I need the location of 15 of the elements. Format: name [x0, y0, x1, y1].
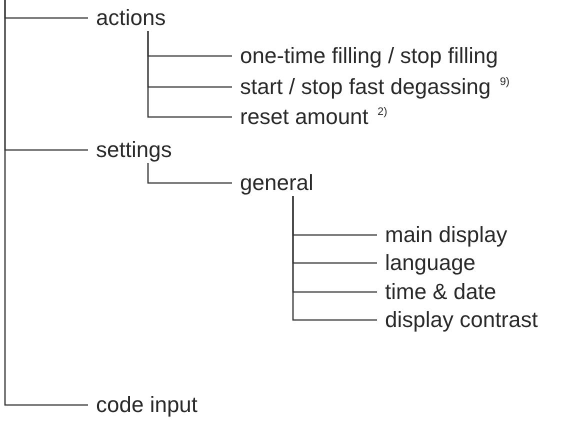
- menu-item: language: [385, 250, 476, 276]
- menu-item: one-time filling / stop filling: [240, 43, 498, 69]
- menu-item: code input: [96, 392, 198, 418]
- menu-item: main display: [385, 222, 508, 248]
- menu-item: reset amount $^{2)}$: [240, 104, 388, 134]
- menu-item: general: [240, 170, 314, 196]
- menu-item: settings: [96, 137, 172, 163]
- menu-item: display contrast: [385, 307, 538, 333]
- menu-item: actions: [96, 5, 166, 31]
- menu-item: start / stop fast degassing $^{9)}$: [240, 74, 510, 104]
- tree-connector: [147, 31, 232, 118]
- tree-connector: [147, 163, 232, 184]
- tree-connector: [4, 0, 88, 406]
- menu-item: time & date: [385, 279, 496, 305]
- tree-connector: [292, 196, 377, 321]
